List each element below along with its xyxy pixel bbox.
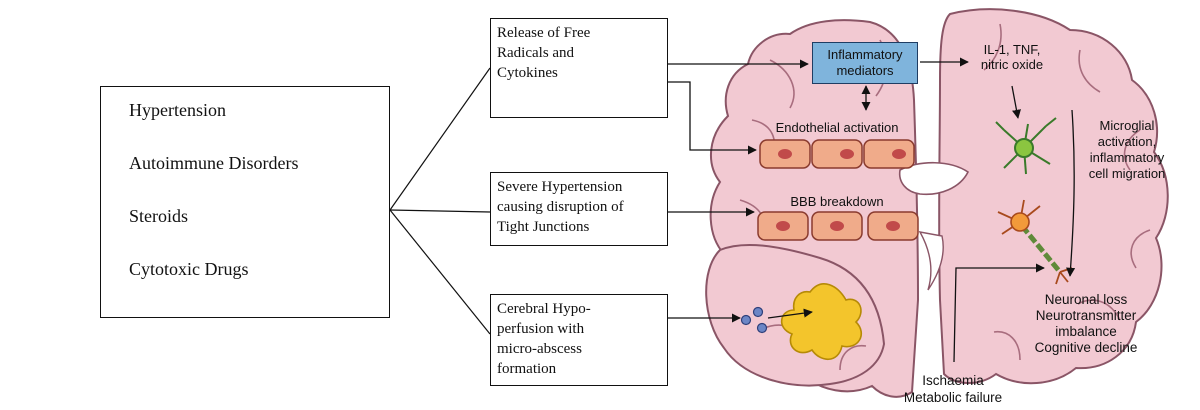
ventricle [898, 161, 970, 196]
label-line: inflammatory [1089, 150, 1165, 165]
micro-abscess [780, 283, 862, 361]
label-line: Inflammatory [827, 47, 903, 62]
risk-factor-cytotoxic: Cytotoxic Drugs [129, 259, 249, 279]
mechanism-line: Severe Hypertension [497, 179, 623, 195]
fan-connectors [389, 67, 491, 335]
mechanism-line: Release of Free [497, 25, 591, 41]
inflammatory-mediators-box: Inflammatory mediators [812, 42, 918, 84]
mechanism-line: Cytokines [497, 65, 558, 81]
bbb-cells [757, 211, 919, 241]
label-line: Ischaemia [922, 373, 984, 388]
mechanism-line: formation [497, 361, 557, 377]
label-line: Metabolic failure [903, 390, 1003, 405]
neuron [997, 199, 1073, 285]
mechanism-line: micro-abscess [497, 341, 582, 357]
risk-factor-autoimmune: Autoimmune Disorders [129, 153, 299, 173]
label-line: activation, [1097, 134, 1157, 149]
ventricle-lower [918, 231, 944, 291]
label-line: Neuronal loss [1044, 292, 1128, 307]
label-microglial-activation: Microglial activation, inflammatory cell… [1064, 118, 1190, 182]
mechanism-box-tight-junctions: Severe Hypertension causing disruption o… [490, 172, 668, 246]
blue-cells [740, 306, 768, 334]
label-line: imbalance [1055, 324, 1117, 339]
mechanism-box-free-radicals: Release of Free Radicals and Cytokines [490, 18, 668, 118]
label-bbb-breakdown: BBB breakdown [790, 194, 884, 209]
label-endothelial-activation: Endothelial activation [775, 120, 899, 135]
risk-factor-list: Hypertension Autoimmune Disorders Steroi… [129, 101, 298, 313]
mechanism-line: Radicals and [497, 45, 575, 61]
microglia [995, 117, 1057, 175]
risk-factor-steroids: Steroids [129, 206, 189, 226]
mechanism-line: Tight Junctions [497, 219, 590, 235]
mechanism-arrows [668, 59, 813, 323]
mechanism-line: perfusion with [497, 321, 585, 337]
label-ischaemia: Ischaemia Metabolic failure [888, 372, 1018, 406]
label-line: Neurotransmitter [1035, 308, 1137, 323]
label-line: nitric oxide [980, 57, 1044, 72]
internal-arrows [861, 57, 1076, 363]
label-line: Cognitive decline [1034, 340, 1138, 355]
label-line: cell migration [1088, 166, 1166, 181]
label-cytokines: IL-1, TNF, nitric oxide [964, 42, 1060, 72]
risk-factors-box: Hypertension Autoimmune Disorders Steroi… [100, 86, 390, 318]
label-line: IL-1, TNF, [983, 42, 1041, 57]
risk-factor-hypertension: Hypertension [129, 100, 226, 120]
brain-right-hemisphere [938, 8, 1169, 385]
endothelial-cells [759, 139, 915, 169]
mechanism-line: causing disruption of [497, 199, 624, 215]
label-line: Microglial [1099, 118, 1155, 133]
label-neuronal-outcome: Neuronal loss Neurotransmitter imbalance… [1024, 292, 1148, 356]
mechanism-box-hypoperfusion: Cerebral Hypo- perfusion with micro-absc… [490, 294, 668, 386]
label-line: mediators [836, 63, 894, 78]
mechanism-line: Cerebral Hypo- [497, 301, 591, 317]
